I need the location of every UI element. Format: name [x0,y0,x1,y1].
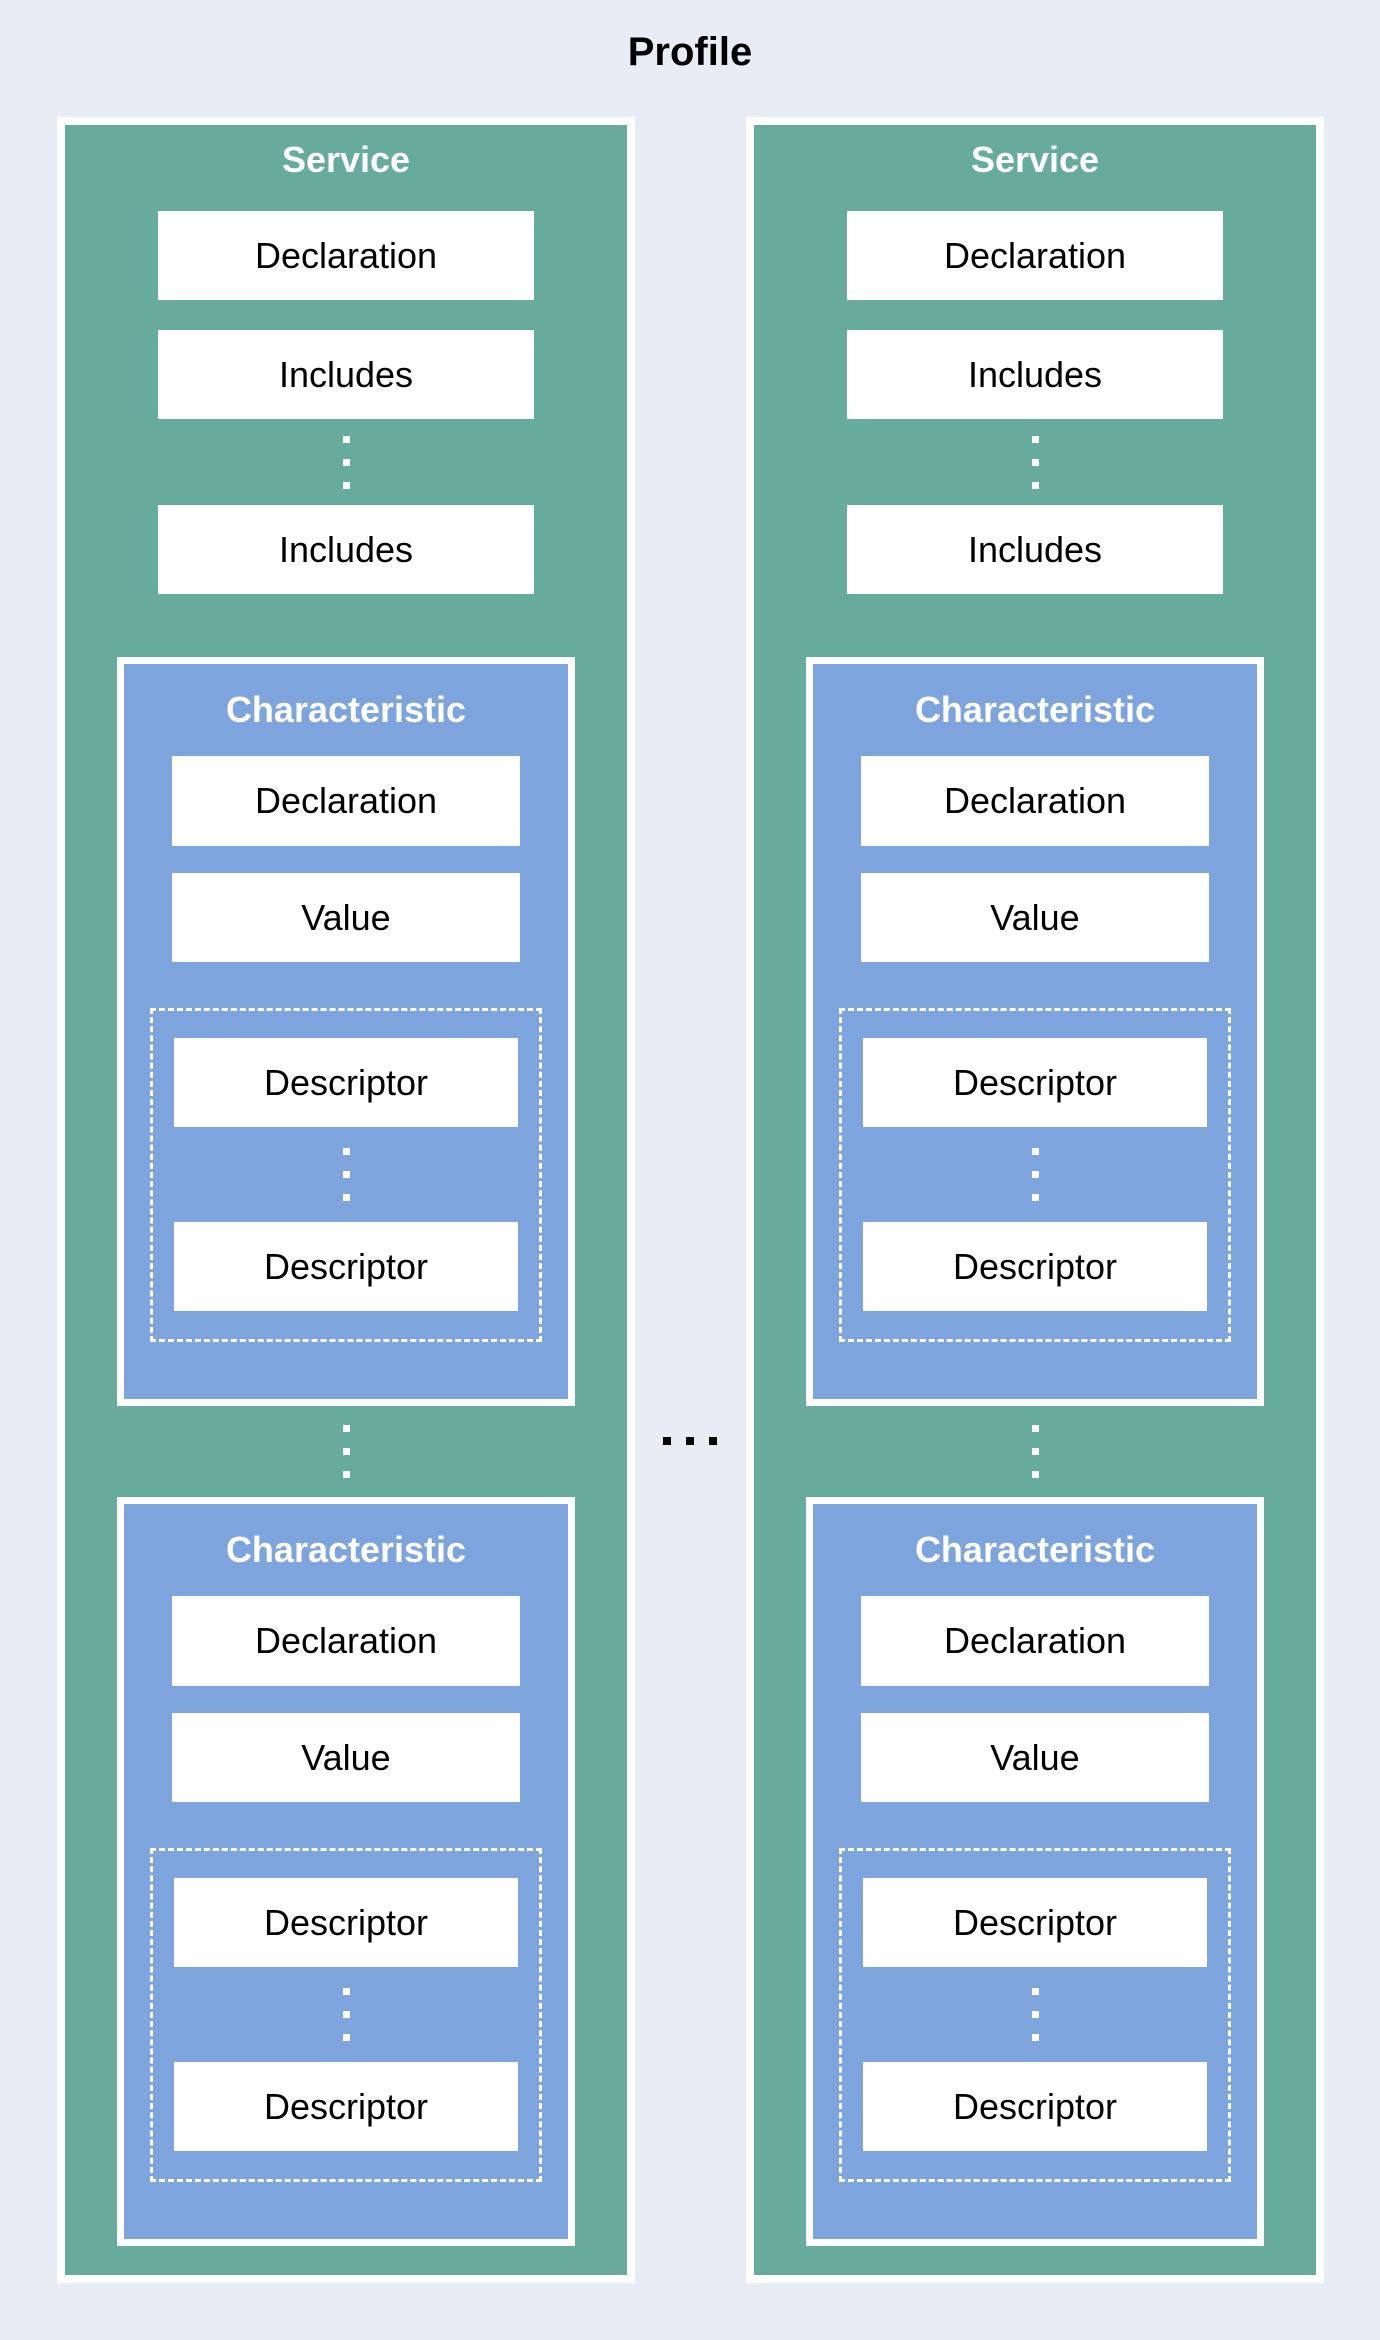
characteristic-panel: Characteristic Declaration Value Descrip… [117,657,575,1406]
descriptor-box: Descriptor [174,1878,518,1967]
ellipsis-dot [1031,1425,1039,1432]
ellipsis-dot [342,435,350,443]
descriptor-group: Descriptor Descriptor [150,1848,542,2182]
descriptor-box: Descriptor [863,2062,1207,2151]
horizontal-ellipsis [663,1437,717,1445]
characteristic-header: Characteristic [914,689,1156,730]
ellipsis-dot [342,1194,350,1201]
value-box: Value [172,873,520,962]
includes-box: Includes [158,505,534,594]
ellipsis-dot [663,1437,671,1445]
descriptor-box: Descriptor [863,1878,1207,1967]
ellipsis-dot [342,481,350,489]
ellipsis-dot [342,2034,350,2041]
descriptor-group: Descriptor Descriptor [839,1848,1231,2182]
descriptor-group: Descriptor Descriptor [150,1008,542,1342]
vertical-ellipsis [65,419,627,505]
ellipsis-dot [342,2011,350,2018]
characteristic-body: Characteristic Declaration Value Descrip… [813,1504,1257,2239]
ellipsis-dot [1031,1988,1039,1995]
characteristic-header: Characteristic [914,1529,1156,1570]
characteristic-body: Characteristic Declaration Value Descrip… [813,664,1257,1399]
declaration-box: Declaration [158,211,534,300]
service-body: Service Declaration Includes Includes Ch… [754,125,1316,2275]
page-title: Profile [627,30,753,74]
ellipsis-dot [342,458,350,466]
ellipsis-dot [1031,1471,1039,1478]
descriptor-box: Descriptor [174,1038,518,1127]
declaration-box: Declaration [847,211,1223,300]
service-body: Service Declaration Includes Includes Ch… [65,125,627,2275]
ellipsis-dot [709,1437,717,1445]
ellipsis-dot [1031,1448,1039,1455]
value-box: Value [861,1713,1209,1802]
ellipsis-dot [1031,1171,1039,1178]
vertical-ellipsis [842,1127,1228,1222]
descriptor-box: Descriptor [863,1038,1207,1127]
characteristic-declaration-box: Declaration [172,1596,520,1686]
value-box: Value [861,873,1209,962]
characteristic-panel: Characteristic Declaration Value Descrip… [806,1497,1264,2246]
ellipsis-dot [342,1988,350,1995]
ellipsis-dot [1031,458,1039,466]
ellipsis-dot [686,1437,694,1445]
includes-box: Includes [158,330,534,419]
vertical-ellipsis [153,1967,539,2062]
includes-box: Includes [847,505,1223,594]
ellipsis-dot [1031,1148,1039,1155]
descriptor-group: Descriptor Descriptor [839,1008,1231,1342]
characteristic-body: Characteristic Declaration Value Descrip… [124,664,568,1399]
ellipsis-dot [342,1425,350,1432]
characteristic-declaration-box: Declaration [861,756,1209,846]
ellipsis-dot [1031,2034,1039,2041]
characteristic-body: Characteristic Declaration Value Descrip… [124,1504,568,2239]
characteristic-declaration-box: Declaration [172,756,520,846]
ellipsis-dot [1031,481,1039,489]
ellipsis-dot [342,1471,350,1478]
ellipsis-dot [1031,435,1039,443]
characteristic-header: Characteristic [225,689,467,730]
vertical-ellipsis [754,1406,1316,1497]
vertical-ellipsis [754,419,1316,505]
descriptor-box: Descriptor [174,2062,518,2151]
descriptor-box: Descriptor [174,1222,518,1311]
ellipsis-dot [342,1171,350,1178]
characteristic-declaration-box: Declaration [861,1596,1209,1686]
ellipsis-dot [1031,1194,1039,1201]
service-header: Service [970,139,1100,180]
ellipsis-dot [1031,2011,1039,2018]
descriptor-box: Descriptor [863,1222,1207,1311]
vertical-ellipsis [65,1406,627,1497]
vertical-ellipsis [153,1127,539,1222]
includes-box: Includes [847,330,1223,419]
vertical-ellipsis [842,1967,1228,2062]
service-panel: Service Declaration Includes Includes Ch… [57,117,635,2283]
characteristic-panel: Characteristic Declaration Value Descrip… [806,657,1264,1406]
service-panel: Service Declaration Includes Includes Ch… [746,117,1324,2283]
ellipsis-dot [342,1148,350,1155]
service-header: Service [281,139,411,180]
characteristic-panel: Characteristic Declaration Value Descrip… [117,1497,575,2246]
value-box: Value [172,1713,520,1802]
characteristic-header: Characteristic [225,1529,467,1570]
ellipsis-dot [342,1448,350,1455]
